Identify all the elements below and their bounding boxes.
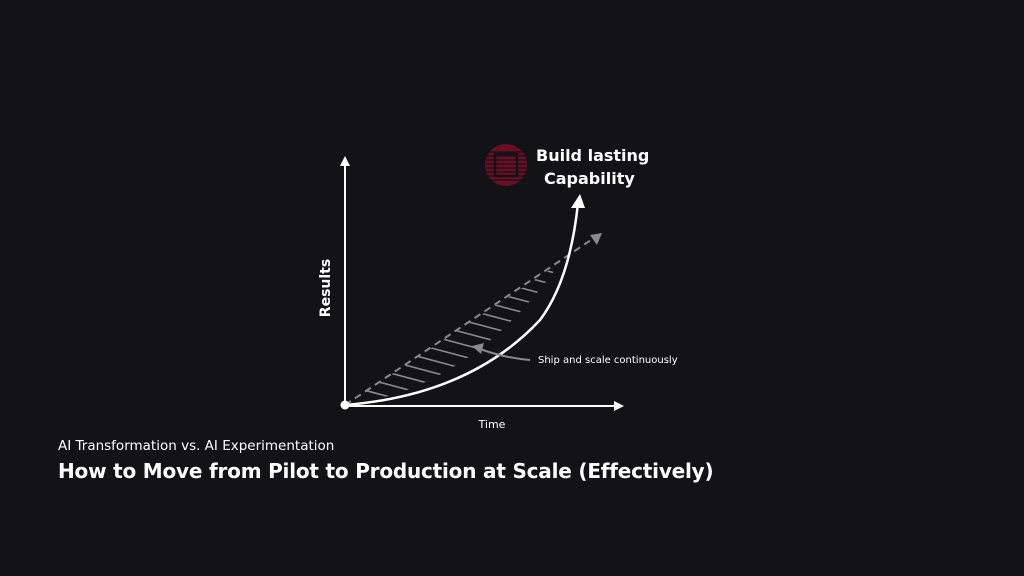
x-axis <box>345 401 624 411</box>
annotation-arrowhead-icon <box>472 343 484 354</box>
square-target-icon <box>493 152 519 178</box>
hatched-gap-area <box>345 263 560 405</box>
linear-trend-line <box>344 233 602 406</box>
curve-arrowhead-icon <box>571 194 585 208</box>
y-axis <box>340 156 350 405</box>
x-axis-label: Time <box>478 418 506 431</box>
y-axis-label: Results <box>318 259 334 317</box>
exponential-curve <box>343 194 585 407</box>
x-axis-arrow-icon <box>614 401 624 411</box>
page-subtitle: AI Transformation vs. AI Experimentation <box>58 438 335 454</box>
annotation-arrow <box>472 343 531 361</box>
capability-label-line1: Build lasting <box>536 146 649 165</box>
page-title: How to Move from Pilot to Production at … <box>58 459 714 483</box>
capability-icon <box>485 144 527 186</box>
y-axis-arrow-icon <box>340 156 350 166</box>
trend-arrowhead-icon <box>590 233 602 245</box>
origin-dot <box>340 400 350 410</box>
annotation-label: Ship and scale continuously <box>538 355 678 366</box>
capability-label-line2: Capability <box>544 169 635 188</box>
